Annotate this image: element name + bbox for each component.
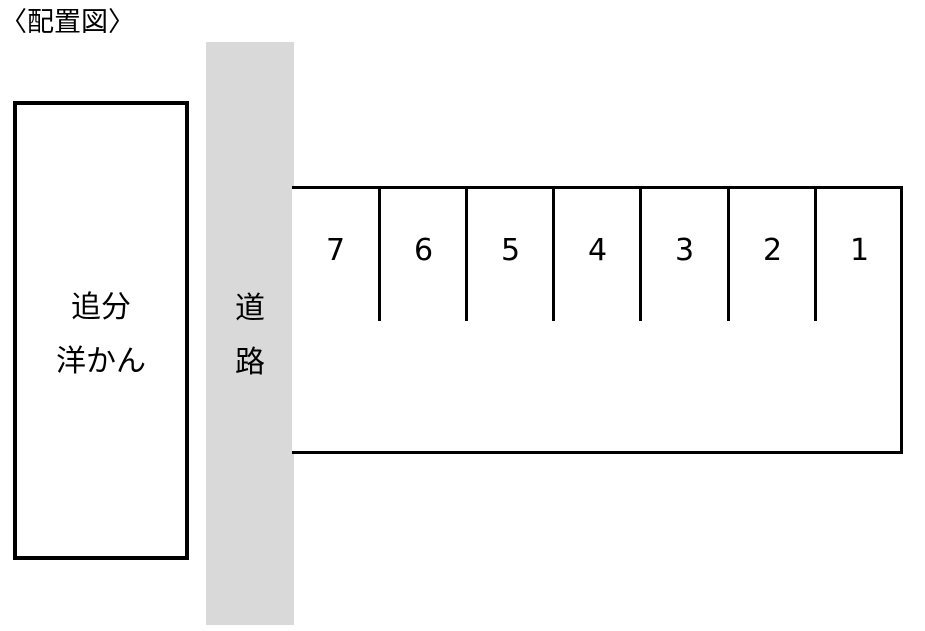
road-label: 道 路 (206, 282, 294, 390)
stall-divider (727, 189, 730, 321)
stall-divider (465, 189, 468, 321)
diagram-title: 〈配置図〉 (0, 7, 135, 38)
stall-number: 6 (413, 233, 434, 268)
parking-lot: 7 6 5 4 3 2 1 (292, 186, 903, 454)
store-name-line2: 洋かん (56, 344, 146, 379)
stall-divider (378, 189, 381, 321)
stall-number: 5 (500, 233, 521, 268)
parking-stall-3: 3 (641, 189, 728, 321)
store-label: 追分 洋かん (17, 281, 185, 389)
parking-stall-6: 6 (380, 189, 467, 321)
road-label-line2: 路 (235, 345, 265, 380)
parking-stall-4: 4 (554, 189, 641, 321)
road: 道 路 (206, 42, 294, 625)
parking-stall-5: 5 (467, 189, 554, 321)
store-name-line1: 追分 (71, 290, 131, 325)
road-label-line1: 道 (235, 291, 265, 326)
stall-number: 4 (587, 233, 608, 268)
stall-divider (552, 189, 555, 321)
stall-number: 1 (849, 233, 870, 268)
parking-stall-2: 2 (729, 189, 816, 321)
stall-divider (639, 189, 642, 321)
stall-number: 7 (325, 233, 346, 268)
parking-stall-7: 7 (292, 189, 379, 321)
store-building: 追分 洋かん (13, 101, 189, 560)
parking-stall-1: 1 (816, 189, 903, 321)
stall-number: 3 (674, 233, 695, 268)
stall-number: 2 (762, 233, 783, 268)
stall-divider (814, 189, 817, 321)
